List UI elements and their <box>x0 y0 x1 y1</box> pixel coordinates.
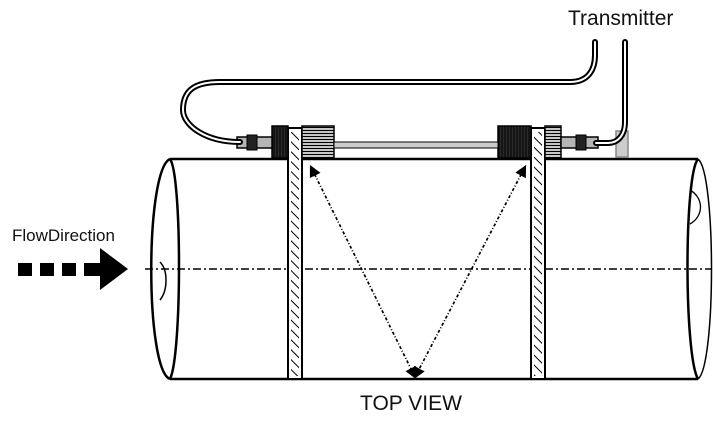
signal-path <box>309 164 527 380</box>
clamp-left <box>287 127 303 380</box>
cable-right <box>593 39 628 146</box>
flow-direction-label: FlowDirection <box>12 226 115 245</box>
view-caption: TOP VIEW <box>360 392 462 415</box>
transducer-left <box>271 125 335 159</box>
sensor-rod <box>333 141 499 149</box>
transmitter-label: Transmitter <box>568 7 674 30</box>
clamp-right <box>530 127 546 380</box>
flow-direction-arrow-icon <box>18 248 128 290</box>
transducer-right <box>497 125 562 159</box>
cable-left <box>179 39 598 145</box>
